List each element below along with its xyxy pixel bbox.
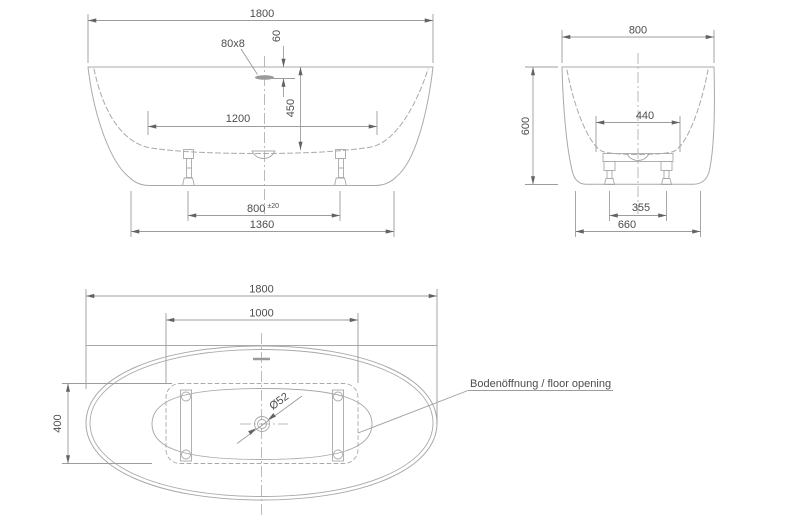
dim-side-overflow-offset-text: 60: [271, 30, 283, 42]
dim-end-overall-height-text: 600: [520, 117, 532, 135]
dim-side-feet-distance-text: 800±20: [247, 203, 279, 215]
dimension-side-inner-depth: 450: [285, 66, 303, 151]
dim-side-base-length-text: 1360: [250, 219, 274, 231]
side-foot-left: [181, 149, 195, 186]
plan-rail-right: [332, 389, 344, 462]
dim-side-overflow-size: 80x8: [221, 38, 245, 50]
end-tub-outline: [561, 66, 715, 185]
floor-opening-callout: Bodenöffnung / floor opening: [357, 378, 613, 434]
dim-end-base-width-text: 660: [618, 219, 636, 231]
side-tub-inner-wall: [93, 68, 429, 155]
plan-rail-left: [180, 389, 192, 462]
dimension-side-overflow-offset: 60: [263, 30, 295, 97]
dimension-end-overall-height: 600: [520, 66, 558, 185]
end-foot-left: [603, 161, 616, 185]
plan-bottom-footprint: [151, 388, 373, 460]
dimension-plan-overall-length: 1800: [85, 284, 438, 424]
dimension-plan-floor-opening-length: 1000: [165, 308, 359, 383]
side-view: 80x8 1800 60: [87, 8, 434, 237]
dim-side-inner-length-text: 1200: [226, 113, 250, 125]
dimension-side-feet-distance: 800±20: [130, 191, 395, 237]
overflow-leader-line: [240, 48, 258, 75]
dimension-plan-floor-opening-width: 400: [52, 383, 172, 464]
dimension-end-feet-distance: 355: [609, 191, 667, 221]
end-view: 800 600 440 355 660: [520, 25, 715, 237]
dim-plan-drain-diameter-text: Ø52: [267, 391, 291, 413]
overflow-slot: [255, 75, 274, 80]
end-tub-inner-wall: [566, 69, 709, 155]
plan-floor-opening: [165, 383, 359, 464]
plan-inner-rim: [89, 349, 434, 497]
side-foot-right: [333, 149, 347, 186]
dimension-end-inner-bottom-width: 440: [595, 110, 681, 152]
side-drain-recess: [251, 150, 276, 159]
dimension-side-inner-length: 1200: [147, 111, 378, 135]
side-tub-outline: [87, 66, 434, 186]
dim-plan-overall-length-text: 1800: [249, 284, 273, 296]
dimension-end-base-width: 660: [575, 191, 701, 237]
dim-plan-floor-opening-length-text: 1000: [249, 308, 273, 320]
end-foot-right: [660, 161, 673, 185]
dimension-plan-drain-diameter: Ø52: [236, 391, 303, 444]
floor-opening-label: Bodenöffnung / floor opening: [470, 378, 611, 390]
dim-plan-floor-opening-width-text: 400: [52, 414, 64, 432]
dimension-end-overall-width: 800: [561, 25, 715, 63]
dim-side-inner-depth-text: 450: [285, 99, 297, 117]
dim-side-overall-length-text: 1800: [250, 8, 274, 20]
dim-end-feet-distance-text: 355: [632, 202, 650, 214]
plan-view: Ø52 Bodenöffnung / floor opening 1800 10…: [52, 284, 613, 517]
dim-end-inner-bottom-width-text: 440: [636, 110, 654, 122]
dimension-side-overall-length: 1800: [87, 8, 434, 63]
dim-end-overall-width-text: 800: [629, 25, 647, 37]
dimension-side-base-length: 1360: [130, 219, 395, 234]
end-support-rail: [602, 153, 674, 162]
